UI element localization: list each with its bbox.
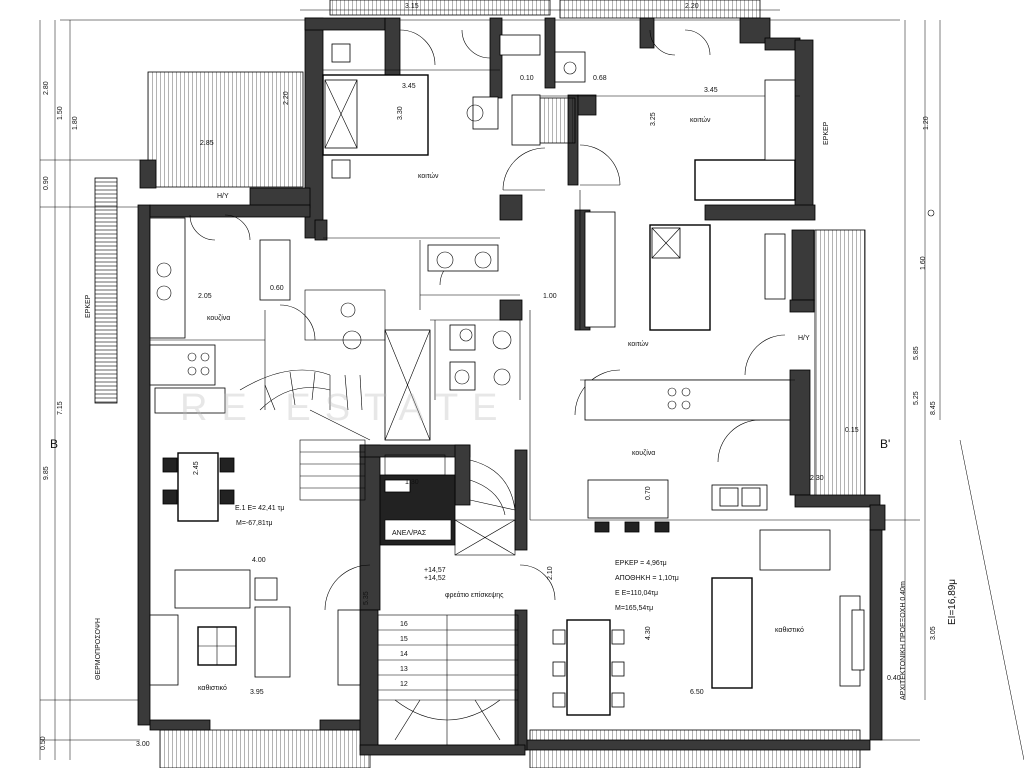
stair-numbers: 16 15 14 13 12 (400, 621, 408, 688)
stair-number: 14 (400, 651, 408, 658)
room-label-living-1: καθιστικό (198, 684, 227, 692)
dim-label: 0.50 (40, 736, 47, 750)
dim-label: 3.30 (397, 106, 404, 120)
doors (189, 29, 786, 611)
dim-label: 3.45 (402, 83, 416, 90)
area-left-2: Μ=-67,81τμ (236, 520, 273, 527)
room-label-hy-2: Η/Υ (798, 335, 810, 342)
stair-number: 13 (400, 666, 408, 673)
dim-label: 1.80 (72, 116, 79, 130)
outer-dimension-lines (39, 9, 1024, 761)
dim-label: 3.00 (136, 741, 150, 748)
room-label-bedroom-2: κοιτών (690, 116, 711, 124)
room-label-hy-1: Η/Υ (217, 193, 229, 200)
dim-label: 1.30 (405, 479, 419, 486)
dim-label: 0.10 (520, 75, 534, 82)
stair-number: 16 (400, 621, 408, 628)
watermark: RE ESTATE (180, 387, 512, 429)
room-label-kitchen-2: κουζίνα (632, 449, 655, 457)
level-label-1: +14,57 (424, 567, 446, 574)
stairs (239, 369, 519, 746)
dim-label: 0.68 (593, 75, 607, 82)
erker-right-label: ΕΡΚΕΡ (823, 121, 830, 145)
dim-label: 2.85 (200, 140, 214, 147)
dim-label: 2.80 (43, 81, 50, 95)
dimension-labels: 3.15 2.20 3.45 3.45 2.85 2.05 1.00 0.60 … (40, 3, 937, 750)
area-left-1: Ε.1 Ε= 42,41 τμ (235, 505, 284, 512)
erker-left-label: ΕΡΚΕΡ (85, 294, 92, 318)
dim-label: 5.25 (913, 391, 920, 405)
dim-label: 2.10 (547, 566, 554, 580)
dim-label: 4.30 (645, 626, 652, 640)
area-right-3: Ε Ε=110,04τμ (615, 590, 658, 597)
architektoniki-label: ΑΡΧΙΤΕΚΤΟΝΙΚΗ ΠΡΟΕΞΟΧΗ 0.40m (900, 581, 907, 700)
dim-label: 5.35 (363, 591, 370, 605)
room-label-bedroom-1: κοιτών (418, 172, 439, 180)
room-label-living-2: καθιστικό (775, 626, 804, 634)
dim-label: 0.90 (43, 176, 50, 190)
dim-label: 3.45 (704, 87, 718, 94)
room-label-kitchen-1: κουζίνα (207, 314, 230, 322)
dim-label: 1.00 (543, 293, 557, 300)
dim-label: 1.20 (923, 116, 930, 130)
furniture-beds (322, 43, 796, 331)
furniture-living (149, 452, 865, 716)
fretio-label: φρεάτιο επίσκεψης (445, 591, 504, 599)
dim-label: 2.05 (198, 293, 212, 300)
furniture-bathrooms (340, 34, 586, 391)
room-label-bedroom-3: κοιτών (628, 340, 649, 348)
dim-label: 0.70 (645, 486, 652, 500)
area-right-2: ΑΠΟΘΗΚΗ = 1,10τμ (615, 575, 679, 582)
dim-label: 2.20 (685, 3, 699, 10)
dim-label: 8.45 (930, 401, 937, 415)
dim-label: 6.50 (690, 689, 704, 696)
dim-label: 9.85 (43, 466, 50, 480)
area-right-1: ΕΡΚΕΡ = 4,96τμ (615, 560, 667, 567)
room-labels: κοιτών κοιτών κοιτών κουζίνα κουζίνα καθ… (50, 116, 958, 700)
dim-label: 0.60 (270, 285, 284, 292)
dim-label: 2.45 (193, 461, 200, 475)
dim-label: 4.00 (252, 557, 266, 564)
section-mark-right: B' (880, 437, 890, 451)
ei-label: ΕΙ=16,89μ (947, 579, 958, 625)
level-label-2: +14,52 (424, 575, 446, 582)
elevator (379, 329, 516, 556)
dim-label: 3.95 (250, 689, 264, 696)
dim-label: 5.85 (913, 346, 920, 360)
dim-label: 3.05 (930, 626, 937, 640)
stair-number: 15 (400, 636, 408, 643)
dim-label: 2.30 (810, 475, 824, 482)
furniture-kitchens (149, 217, 791, 533)
dim-label: 7.15 (57, 401, 64, 415)
section-mark-left: B (50, 437, 58, 451)
dim-label: 1.60 (920, 256, 927, 270)
dim-label: 2.20 (283, 91, 290, 105)
dim-label: 3.25 (650, 112, 657, 126)
dim-label: 0.40 (887, 675, 901, 682)
thermoprosopsi-label: ΘΕΡΜΟΠΡΟΣΟΨΗ (95, 618, 102, 680)
area-right-4: Μ=165,54τμ (615, 605, 653, 612)
dim-label: 1.50 (57, 106, 64, 120)
stair-number: 12 (400, 681, 408, 688)
dim-label: 3.15 (405, 3, 419, 10)
dim-label: 0.15 (845, 427, 859, 434)
elevator-label: ΑΝΕΛ/ΡΑΣ (392, 530, 427, 537)
